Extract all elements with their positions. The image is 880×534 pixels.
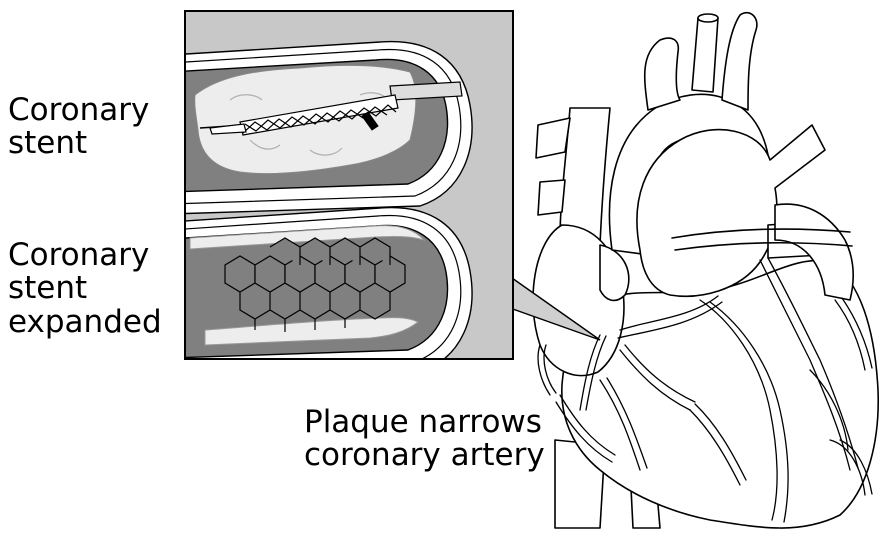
label-line: Coronary: [8, 94, 149, 127]
right-appendage: [600, 245, 629, 300]
label-line: coronary artery: [304, 439, 545, 472]
heart-illustration: [533, 13, 878, 528]
vessel-with-stent: [170, 42, 472, 214]
left-carotid-artery: [692, 18, 718, 92]
label-line: Coronary: [8, 239, 162, 272]
label-line: stent: [8, 127, 149, 160]
label-line: expanded: [8, 306, 162, 339]
label-line: stent: [8, 272, 162, 305]
subclavian-artery: [722, 13, 757, 110]
label-line: Plaque narrows: [304, 406, 545, 439]
carotid-opening: [698, 14, 718, 22]
left-branch-upper: [536, 118, 570, 158]
label-plaque-narrows-artery: Plaque narrows coronary artery: [304, 406, 545, 473]
label-coronary-stent: Coronary stent: [8, 94, 149, 161]
left-branch-lower: [538, 180, 565, 215]
brachiocephalic-artery: [645, 38, 680, 110]
vessel-with-expanded-stent: [170, 208, 472, 380]
label-coronary-stent-expanded: Coronary stent expanded: [8, 239, 162, 339]
inset-panel: [170, 11, 513, 380]
